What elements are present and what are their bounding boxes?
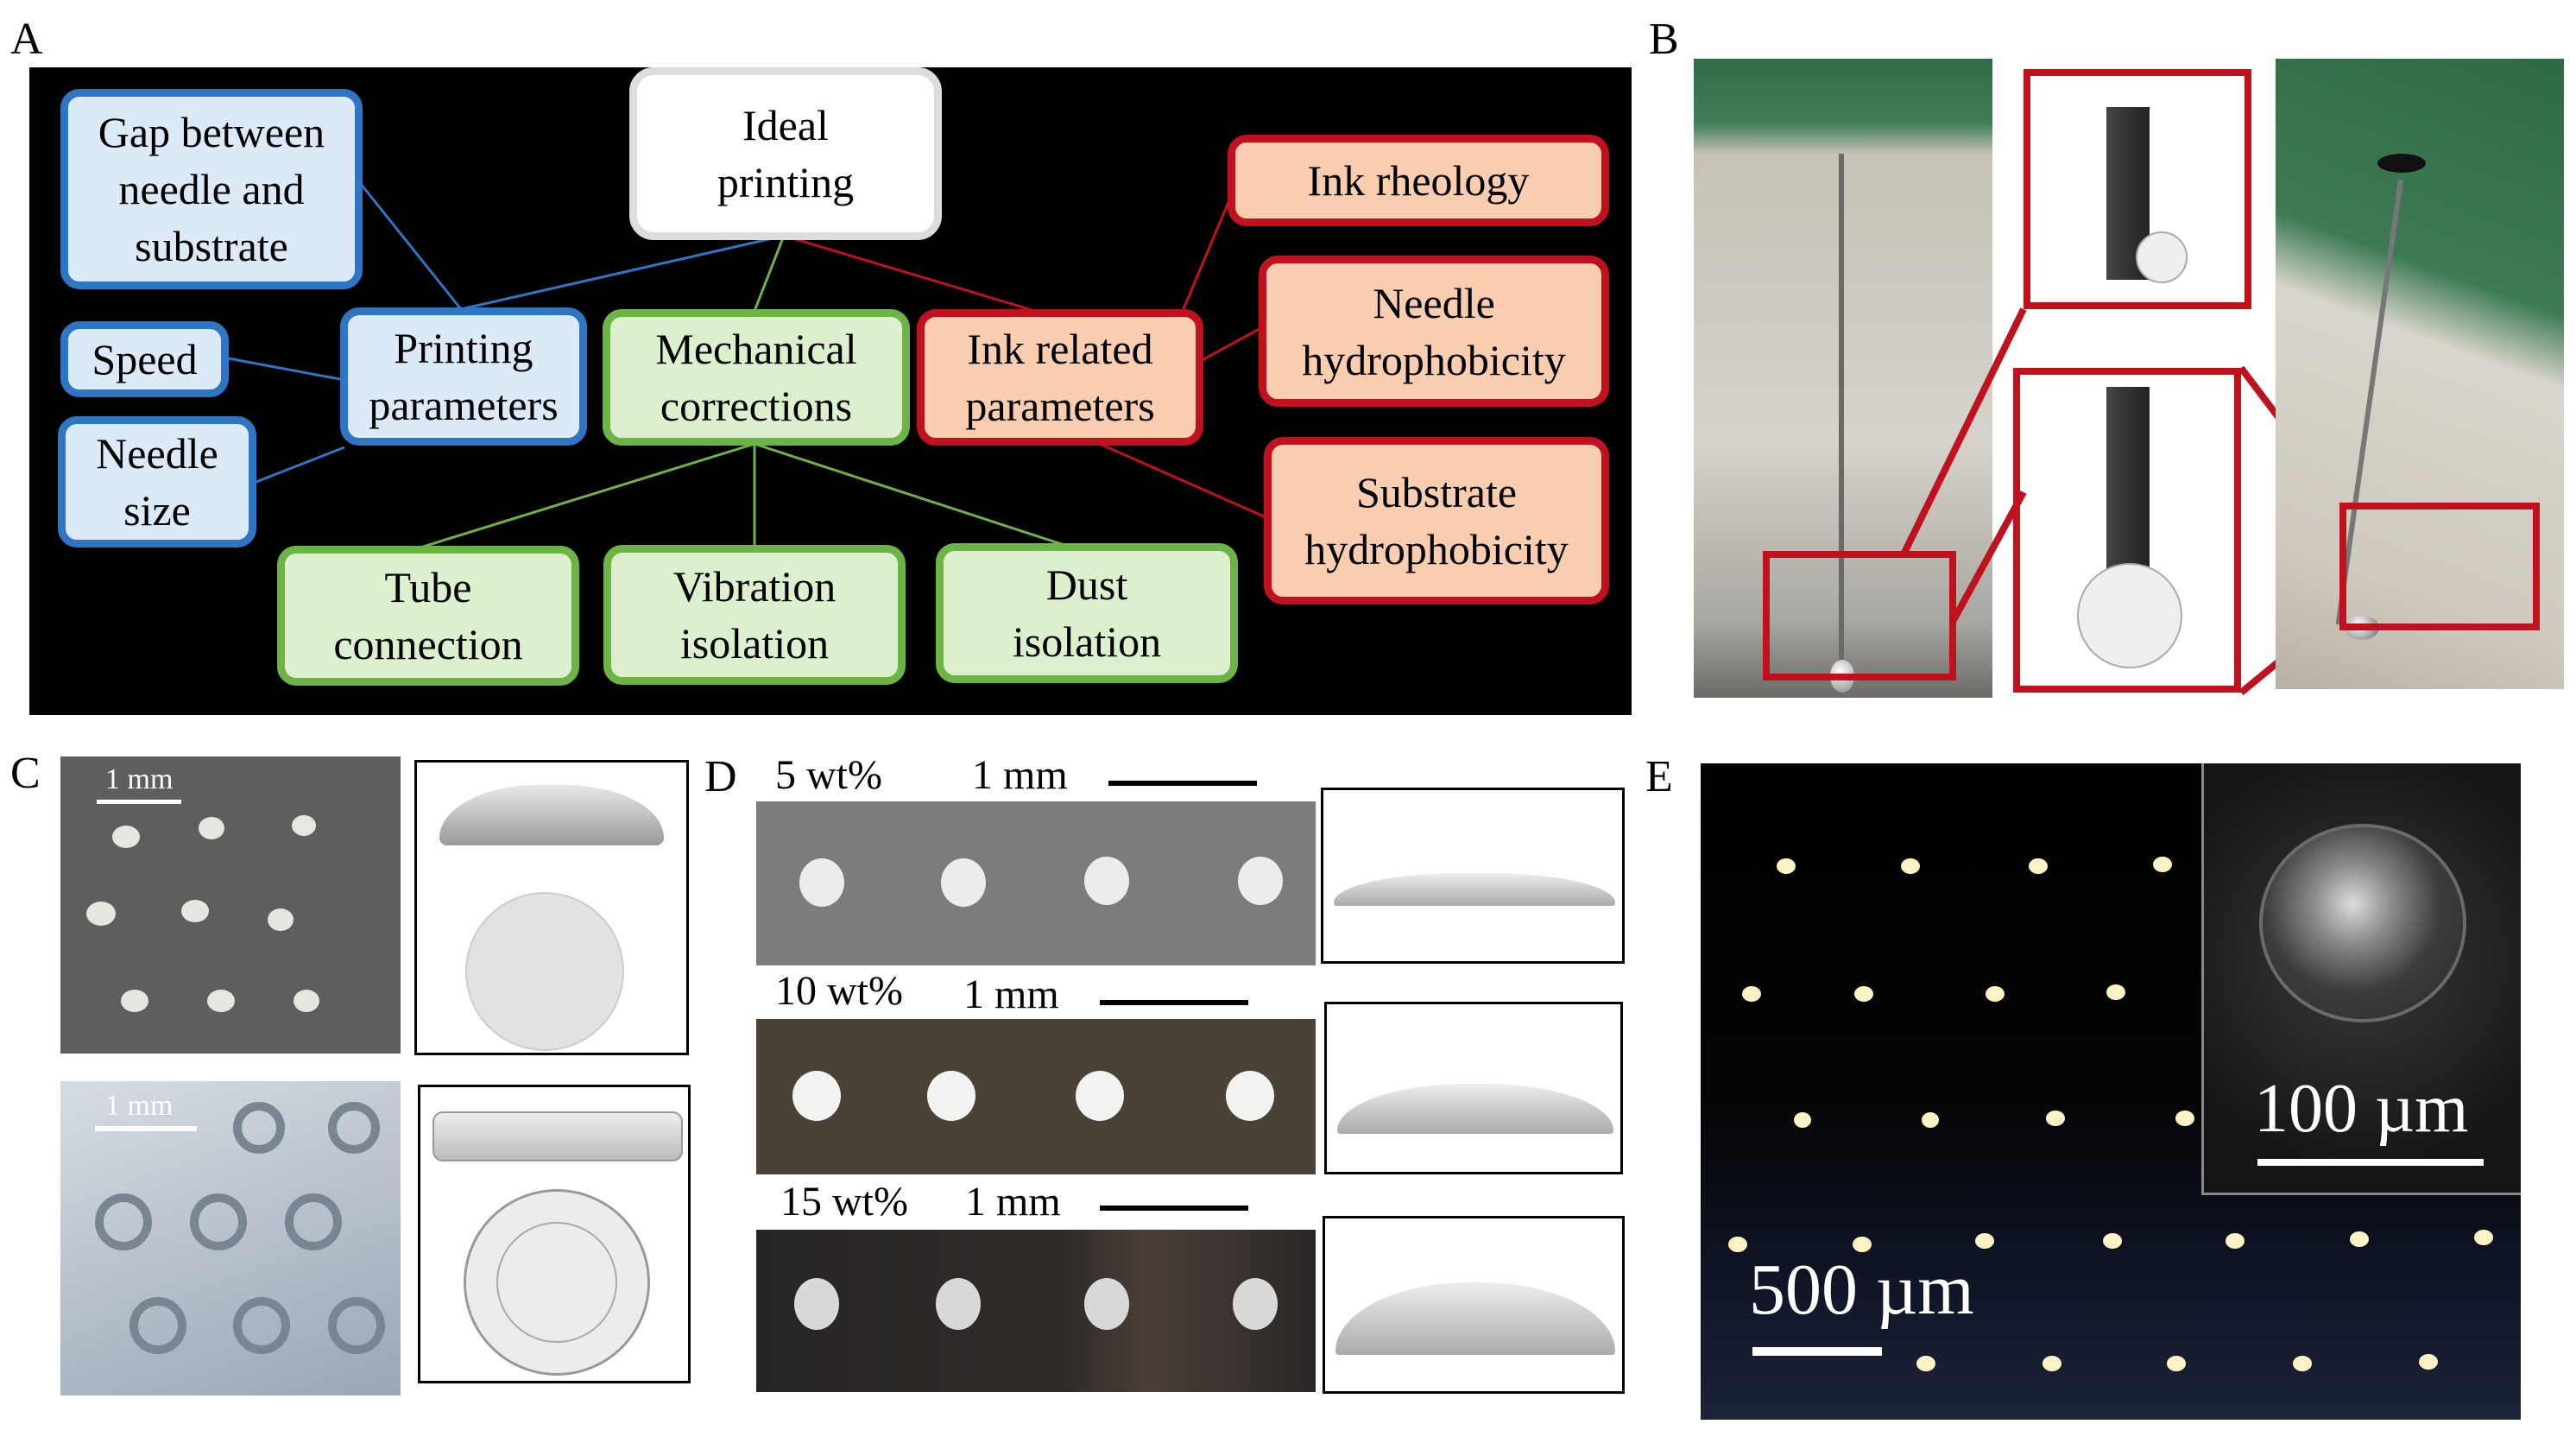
panel-d-row3-concentration: 15 wt% bbox=[780, 1179, 908, 1225]
panel-a-label: A bbox=[10, 15, 43, 64]
highlight-box-left bbox=[1763, 551, 1956, 680]
node-tube-connection: Tube connection bbox=[277, 546, 579, 686]
node-speed: Speed bbox=[60, 321, 229, 397]
panel-d-row2-scale-label: 1 mm bbox=[963, 971, 1059, 1017]
panel-d-row2-concentration: 10 wt% bbox=[775, 968, 903, 1014]
panel-d-row1-scale-label: 1 mm bbox=[972, 752, 1068, 798]
panel-c-label: C bbox=[10, 749, 41, 798]
node-ink-rheology: Ink rheology bbox=[1228, 135, 1609, 226]
node-vibration-isolation: Vibration isolation bbox=[603, 545, 906, 685]
needle-left bbox=[1839, 154, 1844, 663]
panel-d-row3-model bbox=[1323, 1216, 1625, 1394]
panel-d-row3-scale-label: 1 mm bbox=[965, 1179, 1061, 1225]
panel-d-row3-photo bbox=[756, 1230, 1316, 1392]
node-dust-isolation: Dust isolation bbox=[936, 543, 1238, 683]
panel-c-scalebar-bottom bbox=[95, 1126, 197, 1131]
panel-d-row1-model bbox=[1321, 788, 1625, 964]
panel-c-model-bottom bbox=[418, 1085, 691, 1383]
panel-d-row1-photo bbox=[756, 801, 1316, 965]
panel-d-row3-scalebar bbox=[1100, 1206, 1248, 1211]
panel-d-row2-photo bbox=[756, 1019, 1316, 1174]
panel-e-scale-label: 500 µm bbox=[1749, 1250, 1974, 1330]
panel-d-row1-scalebar bbox=[1108, 781, 1257, 786]
panel-e-label: E bbox=[1645, 752, 1673, 801]
panel-d-label: D bbox=[704, 752, 737, 801]
inset-droplet bbox=[2259, 824, 2466, 1022]
node-needle-size: Needle size bbox=[58, 416, 256, 547]
highlight-box-right bbox=[2339, 503, 2540, 630]
panel-d-row1-concentration: 5 wt% bbox=[775, 752, 882, 798]
node-printing-parameters: Printing parameters bbox=[340, 307, 587, 446]
panel-c-photo-bottom: 1 mm bbox=[60, 1081, 401, 1396]
panel-b-schematic-bottom bbox=[2013, 368, 2241, 693]
node-gap: Gap between needle and substrate bbox=[60, 89, 363, 289]
panel-c-scale-label-bottom: 1 mm bbox=[105, 1090, 174, 1122]
panel-e-scalebar bbox=[1752, 1347, 1882, 1356]
panel-d-row2-scalebar bbox=[1100, 1000, 1248, 1005]
panel-e-inset-scale-label: 100 µm bbox=[2254, 1071, 2469, 1147]
panel-e-photo: 500 µm 100 µm bbox=[1701, 763, 2521, 1420]
panel-a-diagram: Ideal printing Gap between needle and su… bbox=[29, 67, 1632, 715]
panel-c-scalebar-top bbox=[97, 800, 181, 804]
panel-c-model-top bbox=[414, 760, 689, 1055]
panel-c-photo-top: 1 mm bbox=[60, 756, 401, 1054]
node-substrate-hydrophobicity: Substrate hydrophobicity bbox=[1264, 437, 1609, 604]
panel-b-photo-left bbox=[1694, 59, 1992, 698]
panel-b-schematic-top bbox=[2024, 69, 2251, 309]
node-needle-hydrophobicity: Needle hydrophobicity bbox=[1259, 256, 1609, 407]
panel-b-label: B bbox=[1649, 15, 1679, 64]
panel-c-scale-label-top: 1 mm bbox=[105, 763, 174, 795]
node-ink-parameters: Ink related parameters bbox=[917, 309, 1203, 446]
panel-e-inset: 100 µm bbox=[2201, 763, 2521, 1195]
panel-d-row2-model bbox=[1324, 1002, 1623, 1174]
panel-e-inset-scalebar bbox=[2257, 1159, 2484, 1166]
panel-b-photo-right bbox=[2276, 59, 2564, 689]
node-mechanical-corrections: Mechanical corrections bbox=[603, 309, 910, 446]
node-ideal-printing: Ideal printing bbox=[629, 67, 942, 240]
